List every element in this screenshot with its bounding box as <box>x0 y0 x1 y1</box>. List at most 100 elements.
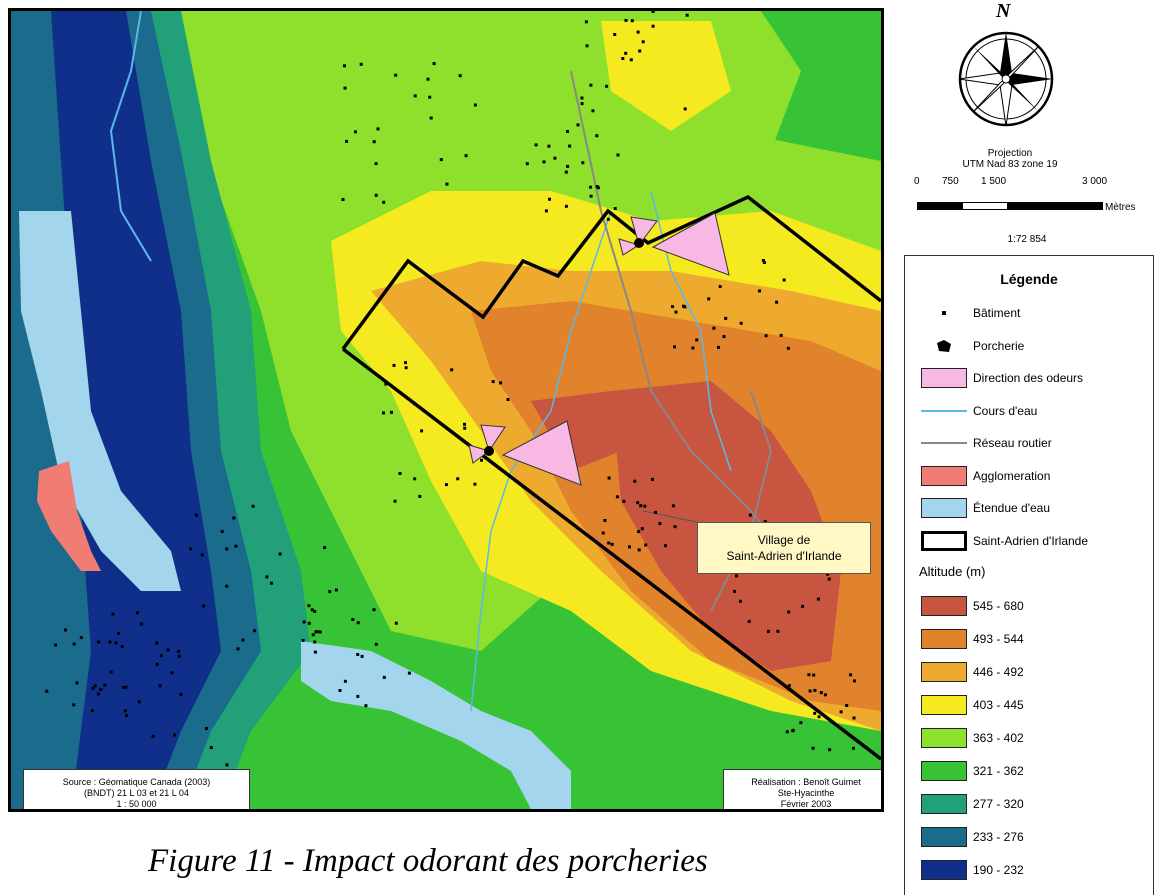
building-dot <box>776 629 780 633</box>
building-dot <box>613 207 617 210</box>
building-dot <box>382 200 386 204</box>
legend-item: Porcherie <box>919 334 1024 358</box>
callout-line2: Saint-Adrien d'Irlande <box>726 549 842 563</box>
altitude-heading: Altitude (m) <box>919 564 986 579</box>
piggery-marker[interactable] <box>634 238 644 248</box>
piggery-marker[interactable] <box>484 446 494 456</box>
elevation-map[interactable] <box>11 11 881 809</box>
building-dot <box>673 525 677 529</box>
altitude-swatch <box>919 594 969 618</box>
altitude-swatch <box>919 759 969 783</box>
building-dot <box>91 686 95 690</box>
building-dot <box>428 95 432 99</box>
building-dot <box>613 33 617 36</box>
scale-bar: 0 750 1 500 3 000 Mètres <box>900 176 1159 226</box>
building-dot <box>691 346 695 350</box>
altitude-swatch <box>919 792 969 816</box>
building-dot <box>787 687 791 691</box>
building-dot <box>651 24 655 28</box>
building-dot <box>54 643 57 647</box>
building-dot <box>404 366 408 370</box>
scale-tick-750: 750 <box>942 176 959 187</box>
building-dot <box>580 102 584 106</box>
altitude-swatch <box>919 660 969 684</box>
legend-symbol <box>919 431 969 455</box>
building-dot <box>413 94 417 98</box>
building-dot <box>302 620 306 624</box>
altitude-swatch <box>919 726 969 750</box>
building-dot <box>394 621 398 625</box>
building-dot <box>601 531 605 535</box>
building-dot <box>581 161 585 165</box>
building-dot <box>534 143 538 147</box>
building-dot <box>786 346 790 350</box>
building-dot <box>651 11 655 13</box>
altitude-class: 446 - 492 <box>919 660 1024 684</box>
building-dot <box>607 541 611 545</box>
building-dot <box>637 530 641 534</box>
altitude-label: 321 - 362 <box>973 764 1024 778</box>
building-dot <box>341 198 345 201</box>
building-dot <box>764 334 768 338</box>
building-dot <box>63 628 67 632</box>
building-dot <box>140 622 144 626</box>
projection-info: Projection UTM Nad 83 zone 19 <box>910 148 1110 170</box>
building-dot <box>103 683 107 687</box>
building-dot <box>313 609 317 613</box>
altitude-class: 321 - 362 <box>919 759 1024 783</box>
odour-direction-fan <box>480 424 506 453</box>
building-dot <box>607 476 611 480</box>
building-dot <box>311 633 315 637</box>
building-dot <box>641 40 645 44</box>
building-dot <box>374 642 378 646</box>
building-dot <box>450 368 454 372</box>
odour-direction-fan <box>618 238 641 256</box>
building-dot <box>813 711 817 715</box>
water-body-lake <box>19 211 181 591</box>
building-dot <box>155 641 159 645</box>
altitude-label: 545 - 680 <box>973 599 1024 613</box>
building-dot <box>585 44 589 48</box>
building-dot <box>817 715 821 719</box>
building-dot <box>603 519 607 522</box>
building-dot <box>232 516 236 520</box>
building-dot <box>499 381 503 385</box>
building-dot <box>194 513 198 517</box>
building-dot <box>253 629 256 633</box>
water-body-river <box>301 641 571 809</box>
building-dot <box>473 103 477 107</box>
scale-segment <box>917 202 963 210</box>
legend-label: Porcherie <box>973 338 1025 353</box>
building-dot <box>439 158 443 162</box>
building-dot <box>328 590 332 594</box>
altitude-class: 545 - 680 <box>919 594 1024 618</box>
building-dot <box>739 321 743 325</box>
building-dot <box>376 127 380 131</box>
village-callout: Village de Saint-Adrien d'Irlande <box>697 522 871 574</box>
altitude-swatch <box>919 627 969 651</box>
building-dot <box>584 20 588 24</box>
building-dot <box>359 62 363 66</box>
building-dot <box>234 544 238 548</box>
building-dot <box>839 710 843 714</box>
building-dot <box>173 733 177 737</box>
building-dot <box>707 297 711 301</box>
map-frame[interactable]: Village de Saint-Adrien d'Irlande Source… <box>8 8 884 812</box>
building-dot <box>738 599 742 603</box>
building-dot <box>338 689 342 692</box>
building-dot <box>382 411 385 415</box>
building-dot <box>159 654 163 657</box>
building-dot <box>568 144 572 148</box>
building-dot <box>79 636 83 639</box>
piggery-icon <box>919 334 969 358</box>
callout-pointer <box>642 510 702 524</box>
credit-line2: Ste-Hyacinthe <box>777 788 835 798</box>
building-dot <box>394 73 398 77</box>
building-dot <box>384 382 388 386</box>
building-dot <box>671 305 674 309</box>
building-dot <box>636 501 640 505</box>
building-dot <box>644 543 648 547</box>
building-dot <box>761 259 765 262</box>
building-dot <box>506 398 510 401</box>
